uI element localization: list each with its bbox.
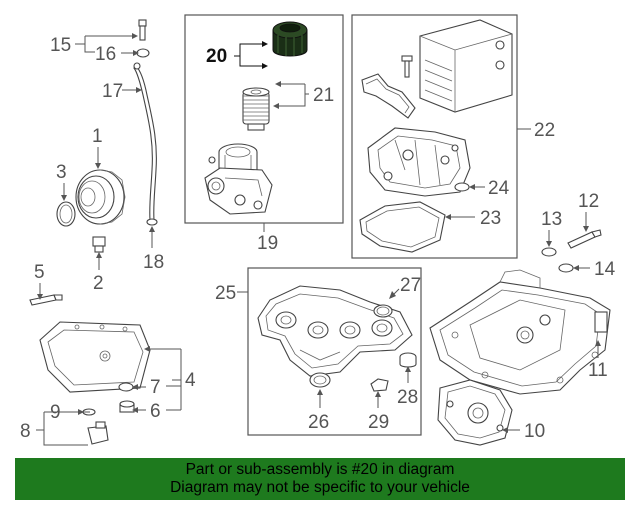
sealant-12[interactable]	[567, 229, 602, 249]
oil-pump-10[interactable]	[437, 379, 513, 446]
callout-13: 13	[541, 209, 562, 230]
callout-11: 11	[588, 360, 608, 381]
gasket-27[interactable]	[373, 304, 393, 318]
parts-diagram: 15 16 17 18 1 3 2 5	[20, 14, 616, 446]
callout-10: 10	[524, 421, 545, 442]
callout-12: 12	[578, 191, 599, 212]
bolt-15[interactable]	[138, 19, 147, 41]
callout-8: 8	[20, 421, 31, 442]
intake-manifold-25[interactable]	[257, 285, 413, 377]
gasket-23[interactable]	[359, 201, 446, 253]
callout-21: 21	[313, 85, 334, 106]
upper-oil-pan-11[interactable]	[429, 269, 611, 395]
callout-29: 29	[368, 412, 389, 433]
callout-9: 9	[50, 402, 61, 423]
callout-16: 16	[95, 44, 116, 65]
cooler-gasket[interactable]	[361, 73, 416, 119]
callout-23: 23	[480, 208, 501, 229]
o-ring-7[interactable]	[118, 382, 134, 392]
callout-5: 5	[34, 262, 45, 283]
fitment-notice-banner: Part or sub-assembly is #20 in diagram D…	[15, 458, 625, 500]
callout-25: 25	[215, 283, 236, 304]
oil-filter-cap-20[interactable]	[272, 21, 308, 57]
drain-plug-6[interactable]	[119, 400, 135, 413]
oil-filter-housing[interactable]	[204, 143, 273, 215]
callout-6: 6	[150, 401, 161, 422]
sealant-5[interactable]	[29, 294, 63, 306]
callout-26: 26	[308, 412, 329, 433]
oil-filter-element-21[interactable]	[242, 87, 270, 131]
callout-19: 19	[257, 233, 278, 254]
lower-oil-pan-4[interactable]	[39, 321, 151, 393]
callout-28: 28	[397, 387, 418, 408]
callout-2: 2	[93, 273, 104, 294]
callout-1: 1	[92, 126, 103, 147]
banner-line-2: Diagram may not be specific to your vehi…	[170, 479, 470, 496]
callout-3: 3	[56, 162, 67, 183]
bolt-2[interactable]	[92, 236, 106, 253]
group-box-25	[247, 267, 422, 436]
o-ring-26[interactable]	[309, 372, 331, 388]
oil-cooler[interactable]	[419, 19, 513, 113]
callout-15: 15	[50, 35, 71, 56]
callout-27: 27	[400, 275, 421, 296]
pulley-1[interactable]	[75, 169, 126, 225]
o-ring-13[interactable]	[541, 247, 557, 257]
banner-line-1: Part or sub-assembly is #20 in diagram	[185, 461, 455, 478]
callout-17: 17	[102, 81, 123, 102]
callout-7: 7	[150, 377, 161, 398]
o-ring-18[interactable]	[146, 218, 158, 226]
oil-module-housing[interactable]	[367, 127, 471, 197]
callout-22: 22	[534, 120, 555, 141]
oil-level-sensor-8[interactable]	[87, 421, 109, 445]
callout-18: 18	[143, 252, 164, 273]
o-ring-24[interactable]	[454, 182, 470, 192]
callout-14: 14	[594, 259, 616, 280]
o-ring-14[interactable]	[558, 263, 574, 273]
callout-20: 20	[206, 46, 227, 67]
seal-29[interactable]	[370, 378, 389, 392]
group-box-22	[351, 14, 518, 259]
cooler-bolt[interactable]	[401, 55, 413, 78]
callout-24: 24	[488, 178, 510, 199]
seal-28[interactable]	[399, 352, 417, 368]
callout-4: 4	[185, 370, 196, 391]
